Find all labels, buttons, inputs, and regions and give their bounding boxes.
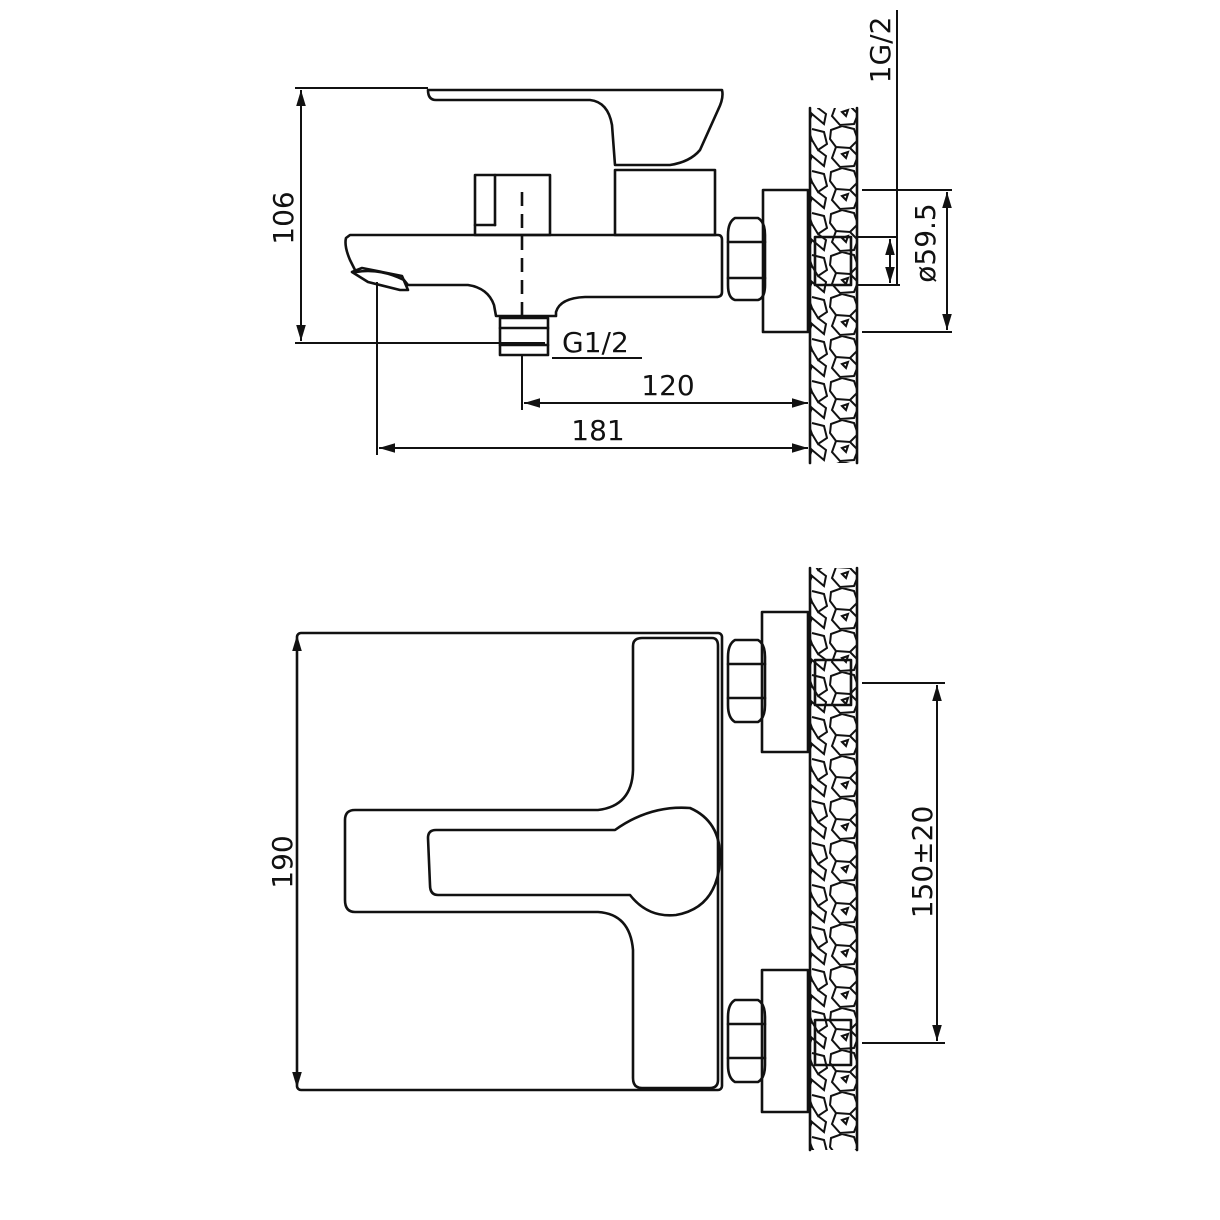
outlet-connector xyxy=(498,316,550,357)
spout-body xyxy=(344,233,724,318)
dim-120: 120 xyxy=(641,369,694,402)
handle-base xyxy=(613,168,717,237)
dim-g12: G1/2 xyxy=(562,326,629,359)
dim-181: 181 xyxy=(571,414,624,447)
connector-lower xyxy=(726,968,853,1114)
dim-diameter: ø59.5 xyxy=(909,203,942,282)
hex-nut xyxy=(726,216,767,302)
dim-190: 190 xyxy=(266,835,299,888)
side-view: 106 1G/2 ø59.5 G1/2 120 181 xyxy=(267,10,952,465)
dim-106: 106 xyxy=(267,191,300,244)
connector-upper xyxy=(726,610,853,754)
escutcheon xyxy=(761,188,810,334)
dim-150: 150±20 xyxy=(906,806,939,919)
mixer-body xyxy=(295,631,724,1092)
wall-bottom xyxy=(808,566,859,1152)
body-plate xyxy=(343,636,720,1090)
front-view: 190 150±20 xyxy=(266,566,945,1152)
dim-1g2: 1G/2 xyxy=(864,17,897,84)
wall-inlet xyxy=(813,235,853,287)
handle-lever xyxy=(426,88,724,167)
handle-lever-front xyxy=(426,806,722,917)
